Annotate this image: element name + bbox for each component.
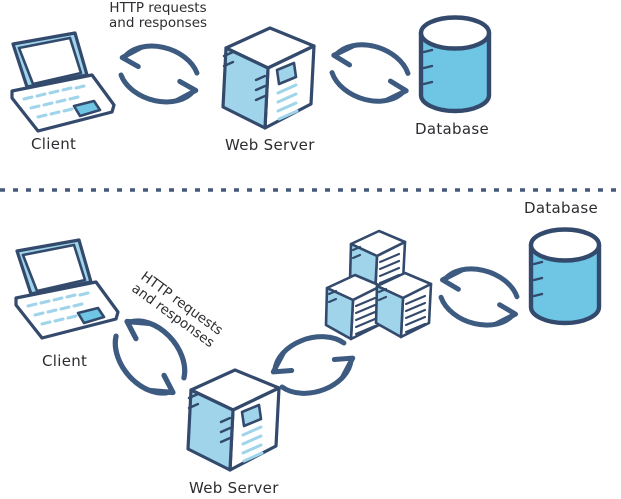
client-label-top: Client <box>28 135 80 154</box>
laptop-icon <box>14 238 120 340</box>
cycle-arrows-icon <box>113 37 205 112</box>
server-tower-icon <box>186 368 281 472</box>
web-server-label-top: Web Server <box>222 136 318 155</box>
flow-label-line1: HTTP requests <box>109 0 207 16</box>
server-cluster-icon <box>326 231 431 339</box>
laptop-icon <box>10 31 116 133</box>
cycle-arrows-icon <box>267 328 359 403</box>
web-server-label-bottom: Web Server <box>186 479 282 498</box>
flow-label-line2: and responses <box>109 15 208 31</box>
database-label-bottom: Database <box>521 199 601 218</box>
client-label-bottom: Client <box>39 352 91 371</box>
database-cylinder-icon <box>421 18 489 112</box>
server-tower-icon <box>221 26 316 130</box>
database-label-top: Database <box>412 120 492 139</box>
http-flow-label-top: HTTP requests and responses <box>106 0 211 32</box>
cycle-arrows-icon <box>433 259 526 335</box>
cycle-arrows-icon <box>323 35 416 112</box>
database-cylinder-icon <box>531 230 599 324</box>
